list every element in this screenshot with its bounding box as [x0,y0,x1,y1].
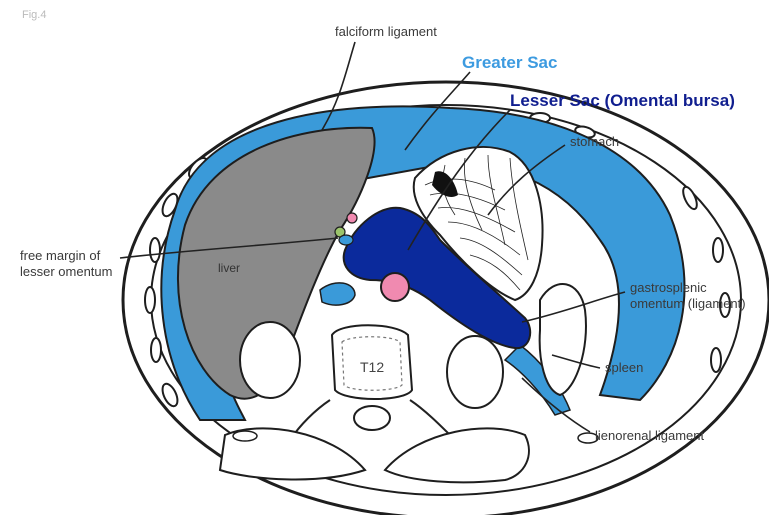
portal-vein [339,235,353,245]
falciform-ligament-label: falciform ligament [335,24,437,39]
right-kidney [240,322,300,398]
aorta [381,273,409,301]
gastrosplenic-label-line2: omentum (ligament) [630,296,746,311]
free-margin-label-line2: lesser omentum [20,264,112,279]
spinal-canal [354,406,390,430]
vertebra-label: T12 [360,359,384,375]
stomach-label: stomach [570,134,619,149]
spleen-label: spleen [605,360,643,375]
lienorenal-ligament-label: lienorenal ligament [595,428,705,443]
hepatic-artery [347,213,357,223]
greater-sac-small-pocket [320,283,355,305]
free-margin-label-line1: free margin of [20,248,101,263]
gastrosplenic-label-line1: gastrosplenic [630,280,707,295]
right-rib-posterior [233,431,257,441]
liver-label: liver [218,261,240,275]
lesser-sac-label: Lesser Sac (Omental bursa) [510,91,735,110]
greater-sac-label: Greater Sac [462,53,557,72]
corner-figure-label: Fig.4 [22,9,46,21]
left-kidney [447,336,503,408]
